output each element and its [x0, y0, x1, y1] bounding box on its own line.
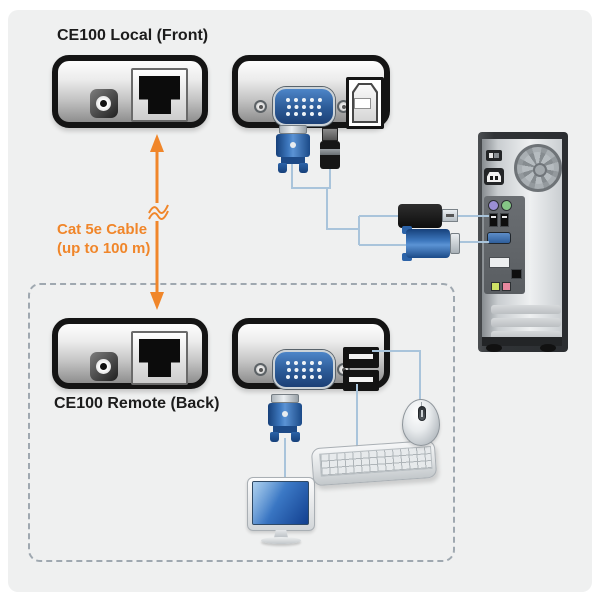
monitor-screen [252, 481, 309, 525]
computer-tower-icon [478, 132, 568, 352]
remote-unit-title: CE100 Remote (Back) [54, 395, 220, 412]
rj45-opening [139, 76, 180, 114]
vga-connector-neck [281, 157, 305, 164]
monitor-stand [274, 530, 288, 538]
vga-connector-icon [400, 226, 462, 262]
usb-connector-body [320, 141, 340, 169]
usb-a-port-icon [343, 347, 379, 368]
ps2-mouse-port-icon [488, 200, 499, 211]
vga-connector-icon [275, 125, 311, 173]
vga-port-icon [252, 86, 352, 128]
audio-out-jack-icon [491, 282, 500, 291]
vga-connector-tip [450, 233, 460, 254]
vga-port-icon [252, 349, 352, 391]
ethernet-port-icon [511, 269, 522, 279]
local-unit-port-panel [232, 55, 390, 129]
usb-a-port-icon [500, 213, 509, 227]
tower-base [482, 337, 562, 346]
vga-thumbscrew [270, 432, 279, 442]
usb-connector-icon [318, 128, 342, 172]
remote-unit-port-panel [232, 318, 390, 391]
usb-b-port-icon [346, 77, 384, 129]
power-jack-ring [96, 359, 111, 374]
usb-connector-tip [442, 209, 458, 222]
usb-a-port-icon [489, 213, 498, 227]
screw-icon [254, 100, 267, 113]
power-inlet-face [487, 172, 501, 182]
vga-thumbscrew [278, 163, 287, 173]
vga-pins-row [287, 367, 321, 372]
rj45-port-icon [131, 331, 188, 385]
power-inlet-icon [484, 168, 504, 185]
vga-connector-hood [276, 134, 310, 157]
vga-port-icon [487, 232, 511, 244]
ps2-keyboard-port-icon [501, 200, 512, 211]
cat5e-cable-label-line1: Cat 5e Cable [57, 221, 148, 238]
usb-a-port-icon [343, 370, 379, 391]
vga-pins-row [286, 360, 322, 365]
monitor-base [261, 537, 301, 544]
usb-connector-band [320, 149, 340, 155]
monitor-icon [247, 477, 315, 547]
vga-port-body [273, 87, 335, 126]
vent-slot [491, 305, 561, 314]
vga-thumbscrew [291, 432, 300, 442]
vga-thumbscrew [299, 163, 308, 173]
vga-connector-hood [268, 403, 302, 426]
power-jack-icon [90, 352, 118, 381]
rj45-port-icon [131, 68, 188, 122]
usb-connector-tip [322, 128, 338, 141]
power-jack-ring [96, 96, 111, 111]
tower-foot [486, 344, 502, 352]
local-unit-title: CE100 Local (Front) [57, 27, 209, 44]
vga-port-body [273, 350, 335, 389]
usb-connector-icon [398, 204, 460, 228]
vga-connector-neck [273, 426, 297, 433]
cat5e-cable-label-line2: (up to 100 m) [57, 240, 151, 257]
power-switch-icon [486, 150, 502, 161]
vga-pins-row [287, 104, 321, 109]
vga-connector-icon [267, 394, 303, 442]
rj45-opening [139, 339, 180, 377]
vga-connector-collar [271, 394, 299, 403]
cat5e-cable-label: Cat 5e Cable (up to 100 m) [57, 220, 150, 258]
usb-connector-body [398, 204, 442, 228]
dvi-port-icon [489, 257, 510, 268]
fan-icon [514, 144, 562, 192]
io-panel [484, 196, 525, 294]
vga-pins-row [286, 111, 322, 116]
local-unit-front-panel [52, 55, 208, 128]
keyboard-keys [319, 445, 433, 477]
mouse-wheel [418, 406, 426, 421]
tower-foot [540, 344, 556, 352]
power-jack-icon [90, 89, 118, 118]
vga-connector-collar [279, 125, 307, 134]
mouse-icon [402, 399, 440, 446]
usb-b-slot [354, 98, 371, 109]
remote-unit-back-panel [52, 318, 208, 389]
vent-slot [491, 318, 561, 327]
screw-icon [254, 363, 267, 376]
remote-console-outline [28, 283, 455, 562]
audio-in-jack-icon [502, 282, 511, 291]
vent-slot [491, 331, 561, 340]
vga-pins-row [286, 374, 322, 379]
vga-pins-row [286, 97, 322, 102]
vga-connector-hood [406, 229, 450, 258]
